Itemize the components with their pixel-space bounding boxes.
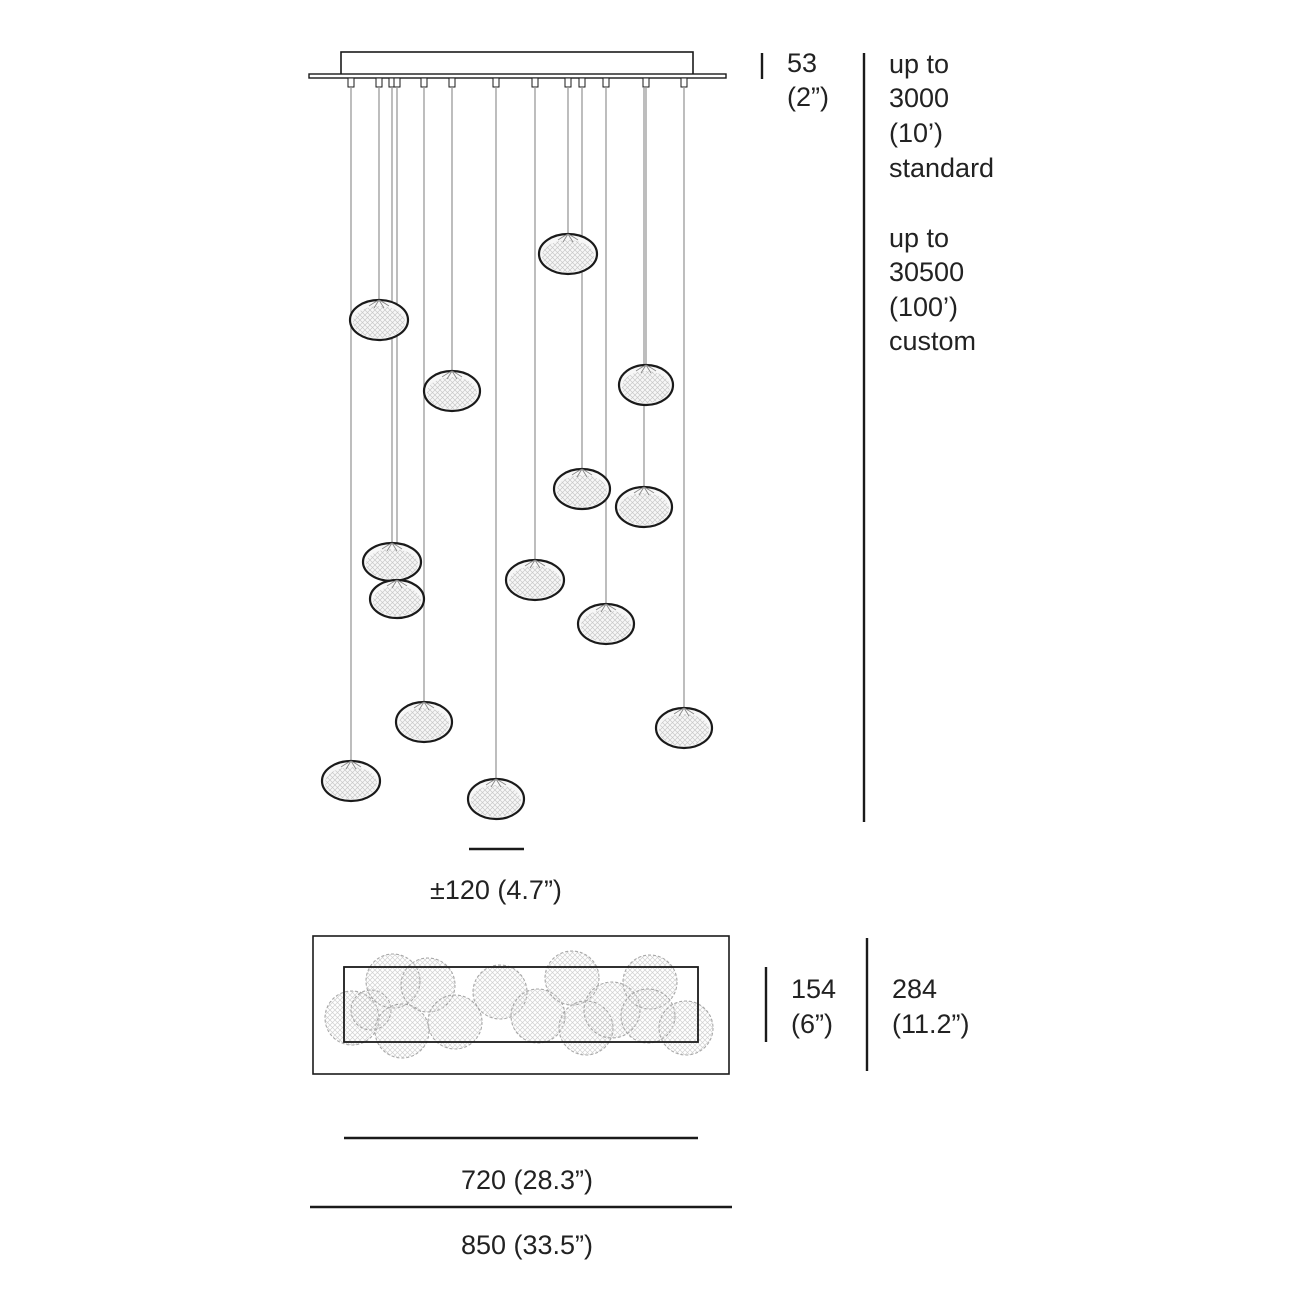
- cord-connector: [420, 77, 428, 88]
- cord-connector: [531, 77, 539, 88]
- drop-custom-line4: custom: [889, 326, 976, 356]
- cord-connector: [393, 77, 401, 88]
- globe-texture: [353, 306, 405, 338]
- globe-pinch-lines: [557, 233, 579, 243]
- globe-texture: [366, 549, 418, 579]
- pendant-globe: [422, 369, 482, 413]
- pendant-globe: [320, 759, 382, 803]
- globe-texture: [399, 708, 449, 740]
- pendant-globe: [394, 700, 454, 744]
- globe-pinch-lines: [340, 760, 362, 770]
- globe-texture: [581, 610, 631, 642]
- cord-connector: [602, 77, 610, 88]
- globe-texture: [619, 493, 669, 525]
- drop-standard-line4: standard: [889, 153, 994, 183]
- globe-texture: [373, 586, 421, 616]
- pendant-globes: [320, 232, 714, 821]
- outer-width-value: 850 (33.5”): [461, 1230, 593, 1260]
- globe-pinch-lines: [441, 370, 463, 380]
- globe-projection: [658, 1000, 714, 1056]
- globe-diameter-dimension: ±120 (4.7”): [430, 847, 562, 905]
- globe-texture: [427, 377, 477, 409]
- drop-standard-line3: (10’): [889, 118, 943, 148]
- drop-custom-line1: up to: [889, 223, 949, 253]
- outer-depth-value: 284: [892, 974, 937, 1004]
- canopy-height-imperial: (2”): [787, 82, 829, 112]
- pendant-globe: [537, 232, 599, 276]
- cord-connector: [448, 77, 456, 88]
- globe-texture: [542, 240, 594, 272]
- cord-connector: [347, 77, 355, 88]
- inner-canopy-outline: [343, 966, 699, 1043]
- globe-texture: [509, 566, 561, 598]
- globe-pinch-lines: [381, 542, 403, 552]
- globe-pinch-lines: [595, 603, 617, 613]
- cord-connector: [680, 77, 688, 88]
- cord-connector: [564, 77, 572, 88]
- pendant-globe: [361, 541, 423, 583]
- globe-pinch-lines: [673, 707, 695, 717]
- globe-texture: [557, 475, 607, 507]
- globe-pinch-lines: [413, 701, 435, 711]
- pendant-globe: [368, 578, 426, 620]
- drop-custom-line2: 30500: [889, 257, 964, 287]
- cord-connector: [492, 77, 500, 88]
- globe-pinch-lines: [633, 486, 655, 496]
- globe-pinch-lines: [635, 364, 657, 374]
- globe-pinch-lines: [368, 299, 390, 309]
- inner-width-dimension: 720 (28.3”): [344, 1136, 698, 1195]
- drop-standard-line2: 3000: [889, 83, 949, 113]
- pendant-globe: [552, 467, 612, 511]
- drop-custom-line3: (100’): [889, 292, 958, 322]
- globe-pinch-lines: [386, 579, 408, 589]
- elevation-view: [308, 51, 727, 821]
- outer-depth-dimension: 284 (11.2”): [865, 938, 970, 1071]
- globe-projection: [374, 1003, 430, 1059]
- globe-diameter-value: ±120 (4.7”): [430, 875, 562, 905]
- globe-texture: [622, 371, 670, 403]
- drop-standard-line1: up to: [889, 49, 949, 79]
- pendant-globe: [617, 363, 675, 407]
- plan-view: [312, 935, 730, 1075]
- globe-projection: [427, 994, 483, 1050]
- outer-width-dimension: 850 (33.5”): [310, 1205, 732, 1260]
- canopy-box: [340, 51, 694, 76]
- pendant-globe: [348, 298, 410, 342]
- inner-depth-imperial: (6”): [791, 1009, 833, 1039]
- canopy-height-value: 53: [787, 48, 817, 78]
- globe-texture: [659, 714, 709, 746]
- cord-connector: [642, 77, 650, 88]
- globe-texture: [471, 785, 521, 817]
- globe-pinch-lines: [524, 559, 546, 569]
- inner-depth-dimension: 154 (6”): [764, 967, 836, 1042]
- drop-length-dimension: up to 3000 (10’) standard up to 30500 (1…: [862, 49, 994, 822]
- globe-pinch-lines: [485, 778, 507, 788]
- pendant-globe: [654, 706, 714, 750]
- pendant-globe: [504, 558, 566, 602]
- globe-texture: [325, 767, 377, 799]
- cord-connector: [578, 77, 586, 88]
- canopy-height-dimension: 53 (2”): [760, 48, 829, 112]
- inner-depth-value: 154: [791, 974, 836, 1004]
- pendant-cords: [347, 77, 688, 779]
- cord-connector: [375, 77, 383, 88]
- canopy-plate: [308, 73, 727, 79]
- globe-pinch-lines: [571, 468, 593, 478]
- outer-depth-imperial: (11.2”): [892, 1009, 970, 1039]
- pendant-globe: [614, 485, 674, 529]
- pendant-globe: [466, 777, 526, 821]
- pendant-globe: [576, 602, 636, 646]
- inner-width-value: 720 (28.3”): [461, 1165, 593, 1195]
